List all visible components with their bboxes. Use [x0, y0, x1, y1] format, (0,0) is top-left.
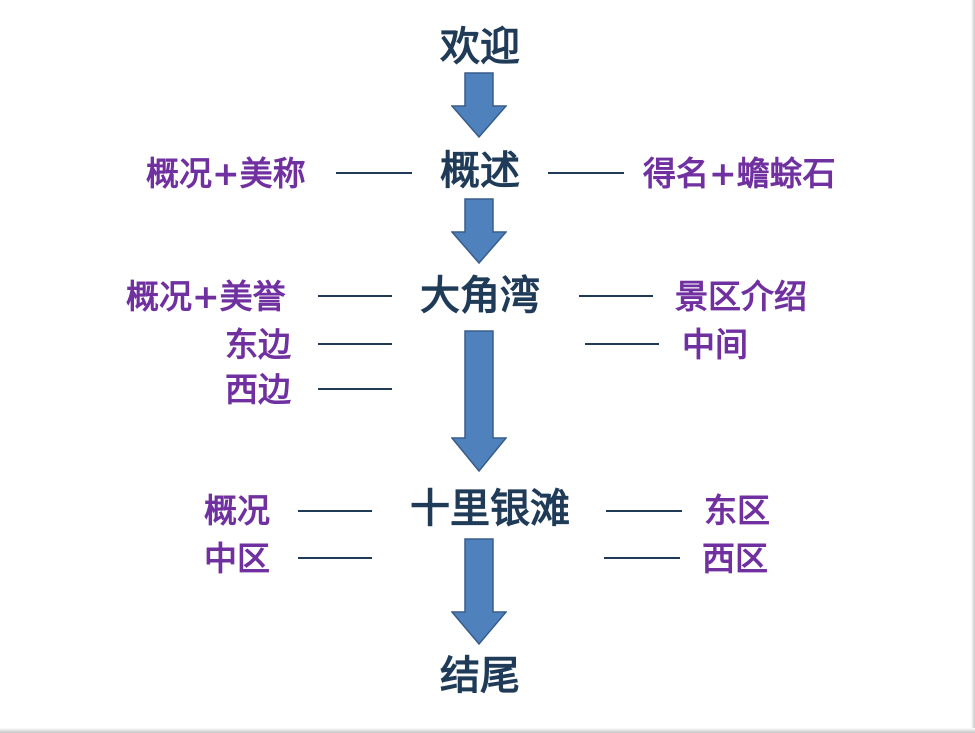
node-welcome: 欢迎 [440, 24, 520, 70]
overview-right-label: 得名+蟾蜍石 [643, 154, 836, 193]
dajiaowan-right-connector-2 [585, 343, 659, 345]
dajiaowan-left-label-1: 概况+美誉 [126, 277, 286, 316]
node-dajiaowan: 大角湾 [420, 273, 540, 319]
overview-left-label: 概况+美称 [146, 154, 306, 193]
dajiaowan-right-label-2: 中间 [682, 325, 748, 364]
node-ending: 结尾 [440, 653, 520, 699]
arrow-dajiaowan-to-shilitan [451, 330, 507, 472]
arrow-welcome-to-overview [451, 72, 507, 138]
arrow-shilitan-to-ending [451, 538, 507, 645]
shilitan-right-label-2: 西区 [702, 539, 768, 578]
shilitan-right-connector-1 [606, 510, 682, 512]
dajiaowan-left-label-3: 西边 [225, 370, 291, 409]
shilitan-left-connector-1 [298, 510, 372, 512]
dajiaowan-left-connector-3 [318, 388, 392, 390]
shilitan-left-label-1: 概况 [204, 491, 270, 530]
node-shilitan: 十里银滩 [410, 486, 570, 532]
overview-right-connector [548, 172, 624, 174]
arrow-overview-to-dajiaowan [451, 198, 507, 264]
dajiaowan-left-connector-2 [318, 343, 392, 345]
dajiaowan-right-label-1: 景区介绍 [675, 277, 807, 316]
dajiaowan-right-connector-1 [579, 295, 653, 297]
overview-left-connector [336, 172, 412, 174]
shilitan-right-connector-2 [604, 557, 680, 559]
slide-edge-shadow-right [971, 0, 975, 733]
node-overview: 概述 [440, 148, 520, 194]
shilitan-left-label-2: 中区 [204, 539, 270, 578]
shilitan-right-label-1: 东区 [704, 491, 770, 530]
slide-edge-shadow-bottom [0, 728, 975, 733]
dajiaowan-left-connector-1 [318, 295, 392, 297]
shilitan-left-connector-2 [298, 557, 372, 559]
dajiaowan-left-label-2: 东边 [225, 325, 291, 364]
